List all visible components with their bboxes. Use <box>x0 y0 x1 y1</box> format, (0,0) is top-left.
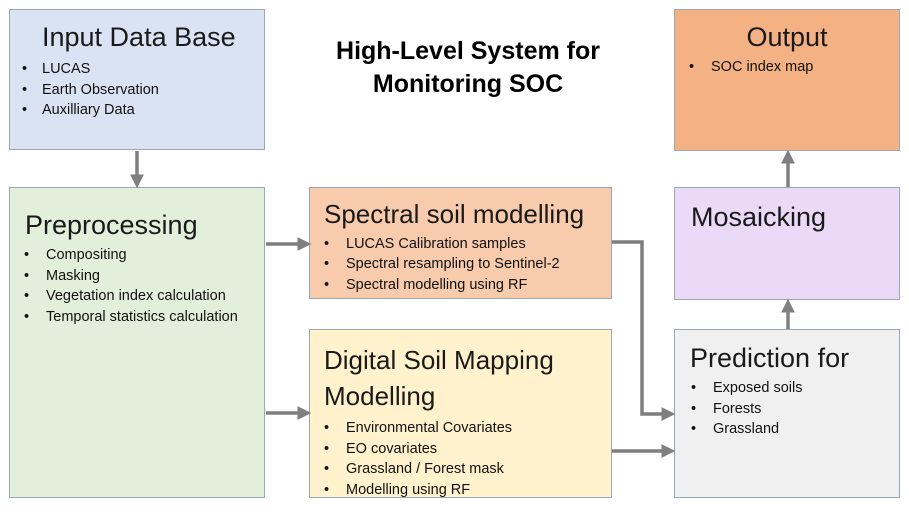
preprocessing-list: Compositing Masking Vegetation index cal… <box>10 245 264 327</box>
list-item: Exposed soils <box>675 378 899 399</box>
digital-soil-mapping-box: Digital Soil Mapping Modelling Environme… <box>309 329 612 500</box>
output-heading: Output <box>746 22 828 52</box>
digital-soil-mapping-list: Environmental Covariates EO covariates G… <box>310 418 611 500</box>
preprocessing-heading: Preprocessing <box>25 210 198 240</box>
input-data-base-list: LUCAS Earth Observation Auxilliary Data <box>10 59 264 121</box>
diagram-title: High-Level System for Monitoring SOC <box>318 35 618 101</box>
arrow-spectral-to-prediction <box>612 240 676 421</box>
list-item: Grassland <box>675 419 899 440</box>
digital-soil-mapping-heading-line-1: Digital Soil Mapping <box>324 345 554 375</box>
input-data-base-heading: Input Data Base <box>42 22 236 52</box>
diagram-title-line-2: Monitoring SOC <box>372 70 564 98</box>
digital-soil-mapping-heading: Digital Soil Mapping Modelling <box>310 330 611 414</box>
list-item: Spectral modelling using RF <box>310 275 611 296</box>
list-item: Masking <box>10 266 264 287</box>
input-data-base-box: Input Data Base LUCAS Earth Observation … <box>9 9 265 150</box>
list-item: Temporal statistics calculation <box>10 307 264 328</box>
list-item: LUCAS Calibration samples <box>310 234 611 255</box>
diagram-title-line-1: High-Level System for <box>336 37 600 65</box>
output-list: SOC index map <box>675 57 899 78</box>
prediction-box: Prediction for Exposed soils Forests Gra… <box>674 329 900 498</box>
list-item: EO covariates <box>310 439 611 460</box>
preprocessing-box: Preprocessing Compositing Masking Vegeta… <box>9 187 265 498</box>
list-item: Environmental Covariates <box>310 418 611 439</box>
list-item: Grassland / Forest mask <box>310 459 611 480</box>
mosaicking-box: Mosaicking <box>674 187 900 300</box>
list-item: SOC index map <box>675 57 899 78</box>
list-item: Spectral resampling to Sentinel-2 <box>310 254 611 275</box>
prediction-heading: Prediction for <box>690 343 850 373</box>
list-item: Forests <box>675 399 899 420</box>
list-item: Compositing <box>10 245 264 266</box>
spectral-soil-modelling-list: LUCAS Calibration samples Spectral resam… <box>310 234 611 296</box>
list-item: Earth Observation <box>10 80 264 101</box>
list-item: LUCAS <box>10 59 264 80</box>
mosaicking-heading: Mosaicking <box>691 202 827 232</box>
list-item: Auxilliary Data <box>10 100 264 121</box>
list-item: Vegetation index calculation <box>10 286 264 307</box>
spectral-soil-modelling-heading: Spectral soil modelling <box>324 199 585 229</box>
prediction-list: Exposed soils Forests Grassland <box>675 378 899 440</box>
digital-soil-mapping-heading-line-2: Modelling <box>324 381 436 411</box>
list-item: Modelling using RF <box>310 480 611 501</box>
